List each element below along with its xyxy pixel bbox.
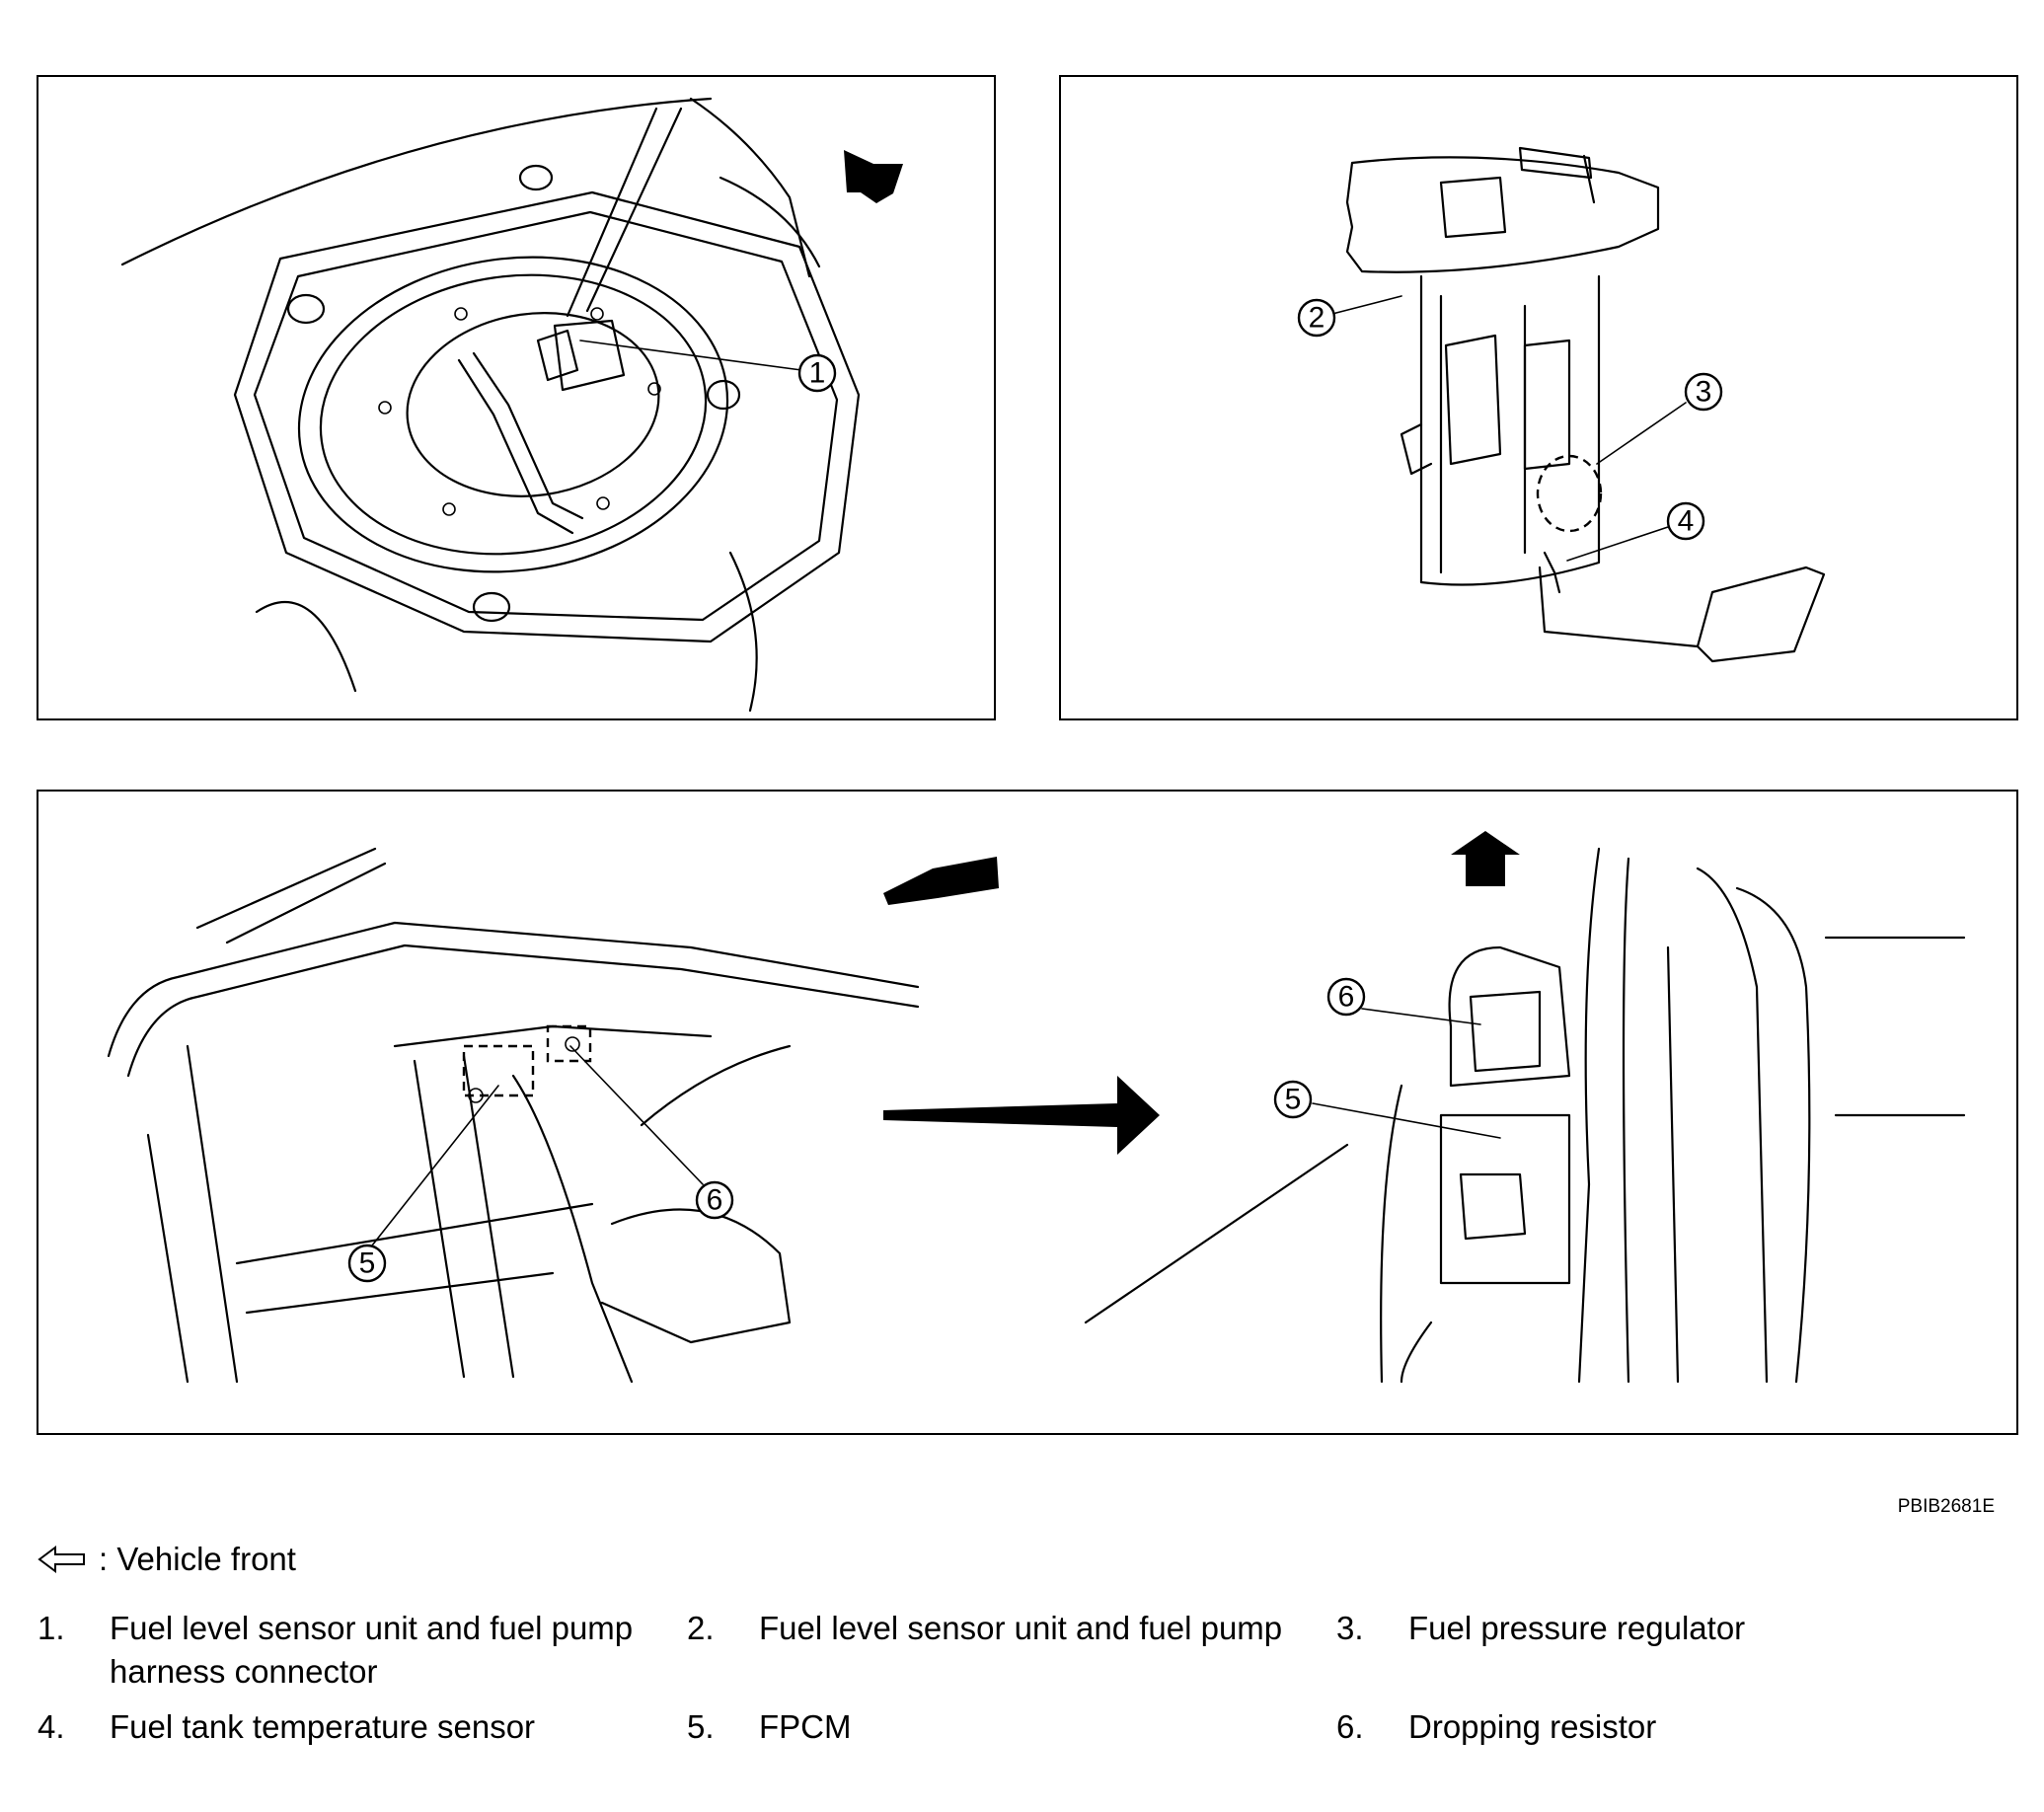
legend-list: 1. Fuel level sensor unit and fuel pump … <box>38 1607 1972 1761</box>
legend-item-5: 5. FPCM <box>687 1708 852 1745</box>
svg-text:5: 5 <box>1285 1084 1302 1116</box>
svg-text:4: 4 <box>1678 505 1695 538</box>
svg-text:6: 6 <box>1338 981 1355 1014</box>
panel-fpcm-location: 5 6 6 5 <box>37 790 2018 1435</box>
panel-access-hole: 1 <box>37 75 996 720</box>
callout-4: 4 <box>1666 501 1705 541</box>
vehicle-front-label: : Vehicle front <box>99 1541 296 1577</box>
legend-item-4: 4. Fuel tank temperature sensor <box>38 1708 536 1745</box>
vehicle-front-legend: : Vehicle front <box>38 1541 296 1578</box>
svg-text:1: 1 <box>809 357 826 390</box>
legend-item-2: 2. Fuel level sensor unit and fuel pump <box>687 1610 1283 1646</box>
left-arrow-icon <box>38 1546 85 1573</box>
svg-text:3: 3 <box>1696 376 1712 409</box>
svg-text:2: 2 <box>1309 302 1325 335</box>
callout-1: 1 <box>797 353 837 393</box>
legend-item-3: 3. Fuel pressure regulator <box>1336 1610 1746 1646</box>
panel-fuel-pump-unit: 2 3 4 <box>1059 75 2018 720</box>
zoom-arrow-icon <box>883 1076 1160 1155</box>
svg-text:5: 5 <box>359 1247 376 1280</box>
callout-6-right: 6 <box>1326 977 1366 1017</box>
legend-item-6: 6. Dropping resistor <box>1336 1708 1657 1745</box>
figure-code: PBIB2681E <box>1897 1496 1995 1517</box>
legend-item-1: 1. Fuel level sensor unit and fuel pump … <box>38 1610 634 1690</box>
vehicle-front-arrow-icon <box>883 857 999 905</box>
svg-text:6: 6 <box>707 1184 723 1217</box>
diagram-figure: 1 2 3 4 <box>37 75 2018 1435</box>
callout-5-left: 5 <box>347 1244 387 1283</box>
callout-2: 2 <box>1297 298 1336 338</box>
callout-3: 3 <box>1684 372 1723 412</box>
vehicle-front-up-arrow-icon <box>1451 831 1520 886</box>
callout-5-right: 5 <box>1273 1080 1313 1119</box>
callout-6-left: 6 <box>695 1180 734 1220</box>
